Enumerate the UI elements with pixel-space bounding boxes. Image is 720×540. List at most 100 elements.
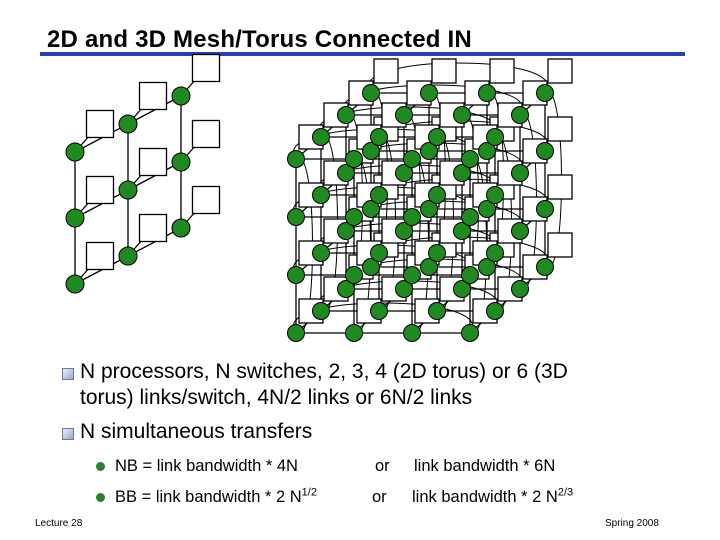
processor-node bbox=[428, 302, 446, 320]
processor-node bbox=[312, 302, 330, 320]
sub-bullet-dot bbox=[96, 462, 105, 471]
processor-node bbox=[486, 128, 504, 146]
processor-node bbox=[362, 142, 380, 160]
torus-3d-diagram bbox=[287, 58, 573, 342]
processor-node bbox=[118, 180, 138, 200]
processor-node bbox=[171, 86, 191, 106]
switch-box bbox=[373, 58, 399, 84]
processor-node bbox=[536, 258, 554, 276]
processor-node bbox=[395, 222, 413, 240]
switch-box bbox=[191, 119, 221, 149]
processor-node bbox=[420, 200, 438, 218]
processor-node bbox=[478, 200, 496, 218]
processor-node bbox=[337, 164, 355, 182]
processor-node bbox=[118, 246, 138, 266]
switch-box bbox=[191, 185, 221, 215]
processor-node bbox=[428, 128, 446, 146]
bullet-2: N simultaneous transfers bbox=[80, 420, 313, 443]
processor-node bbox=[461, 266, 479, 284]
processor-node bbox=[461, 150, 479, 168]
bb-or: or bbox=[372, 488, 387, 506]
processor-node bbox=[395, 280, 413, 298]
processor-node bbox=[312, 128, 330, 146]
bb-left: BB = link bandwidth * 2 N1/2 bbox=[115, 486, 317, 506]
processor-node bbox=[478, 142, 496, 160]
mesh-2d-diagram bbox=[65, 53, 221, 294]
switch-box bbox=[191, 53, 221, 83]
processor-node bbox=[395, 164, 413, 182]
switch-box bbox=[138, 213, 168, 243]
processor-node bbox=[287, 266, 305, 284]
processor-node bbox=[171, 152, 191, 172]
processor-node bbox=[486, 186, 504, 204]
processor-node bbox=[287, 324, 305, 342]
processor-node bbox=[453, 164, 471, 182]
switch-box bbox=[138, 81, 168, 111]
switch-box bbox=[431, 58, 457, 84]
processor-node bbox=[362, 200, 380, 218]
processor-node bbox=[536, 200, 554, 218]
processor-node bbox=[428, 244, 446, 262]
switch-box bbox=[489, 58, 515, 84]
processor-node bbox=[403, 208, 421, 226]
switch-box bbox=[85, 109, 115, 139]
processor-node bbox=[403, 150, 421, 168]
processor-node bbox=[337, 280, 355, 298]
processor-node bbox=[171, 218, 191, 238]
processor-node bbox=[287, 150, 305, 168]
switch-box bbox=[547, 116, 573, 142]
processor-node bbox=[453, 280, 471, 298]
processor-node bbox=[345, 266, 363, 284]
processor-node bbox=[511, 280, 529, 298]
switch-box bbox=[547, 232, 573, 258]
processor-node bbox=[395, 106, 413, 124]
bullet-1-line-1: N processors, N switches, 2, 3, 4 (2D to… bbox=[80, 360, 568, 383]
switch-box bbox=[85, 241, 115, 271]
processor-node bbox=[453, 222, 471, 240]
processor-node bbox=[65, 208, 85, 228]
bb-right: link bandwidth * 2 N2/3 bbox=[412, 486, 574, 506]
switch-box bbox=[138, 147, 168, 177]
processor-node bbox=[337, 222, 355, 240]
processor-node bbox=[287, 208, 305, 226]
processor-node bbox=[312, 244, 330, 262]
processor-node bbox=[478, 84, 496, 102]
switch-box bbox=[547, 58, 573, 84]
slide-title: 2D and 3D Mesh/Torus Connected IN bbox=[47, 26, 472, 53]
processor-node bbox=[345, 324, 363, 342]
nb-left: NB = link bandwidth * 4N bbox=[115, 457, 298, 475]
title-underline bbox=[40, 52, 685, 56]
switch-box bbox=[85, 175, 115, 205]
nb-right: link bandwidth * 6N bbox=[414, 457, 556, 475]
processor-node bbox=[536, 84, 554, 102]
sub-bullet-dot bbox=[96, 493, 105, 502]
bullet-icon bbox=[62, 428, 74, 440]
processor-node bbox=[345, 208, 363, 226]
processor-node bbox=[486, 302, 504, 320]
switch-box bbox=[547, 174, 573, 200]
processor-node bbox=[403, 324, 421, 342]
processor-node bbox=[370, 128, 388, 146]
processor-node bbox=[486, 244, 504, 262]
processor-node bbox=[362, 258, 380, 276]
processor-node bbox=[428, 186, 446, 204]
processor-node bbox=[453, 106, 471, 124]
processor-node bbox=[65, 142, 85, 162]
wraparound-link bbox=[367, 62, 549, 94]
processor-node bbox=[461, 208, 479, 226]
processor-node bbox=[511, 106, 529, 124]
bullet-1-line-2: torus) links/switch, 4N/2 links or 6N/2 … bbox=[80, 386, 473, 409]
bullet-icon bbox=[62, 368, 74, 380]
processor-node bbox=[345, 150, 363, 168]
processor-node bbox=[337, 106, 355, 124]
processor-node bbox=[536, 142, 554, 160]
processor-node bbox=[511, 164, 529, 182]
processor-node bbox=[370, 186, 388, 204]
footer-right: Spring 2008 bbox=[605, 518, 659, 529]
nb-or: or bbox=[375, 457, 390, 475]
processor-node bbox=[312, 186, 330, 204]
processor-node bbox=[370, 244, 388, 262]
processor-node bbox=[65, 274, 85, 294]
processor-node bbox=[420, 84, 438, 102]
processor-node bbox=[461, 324, 479, 342]
